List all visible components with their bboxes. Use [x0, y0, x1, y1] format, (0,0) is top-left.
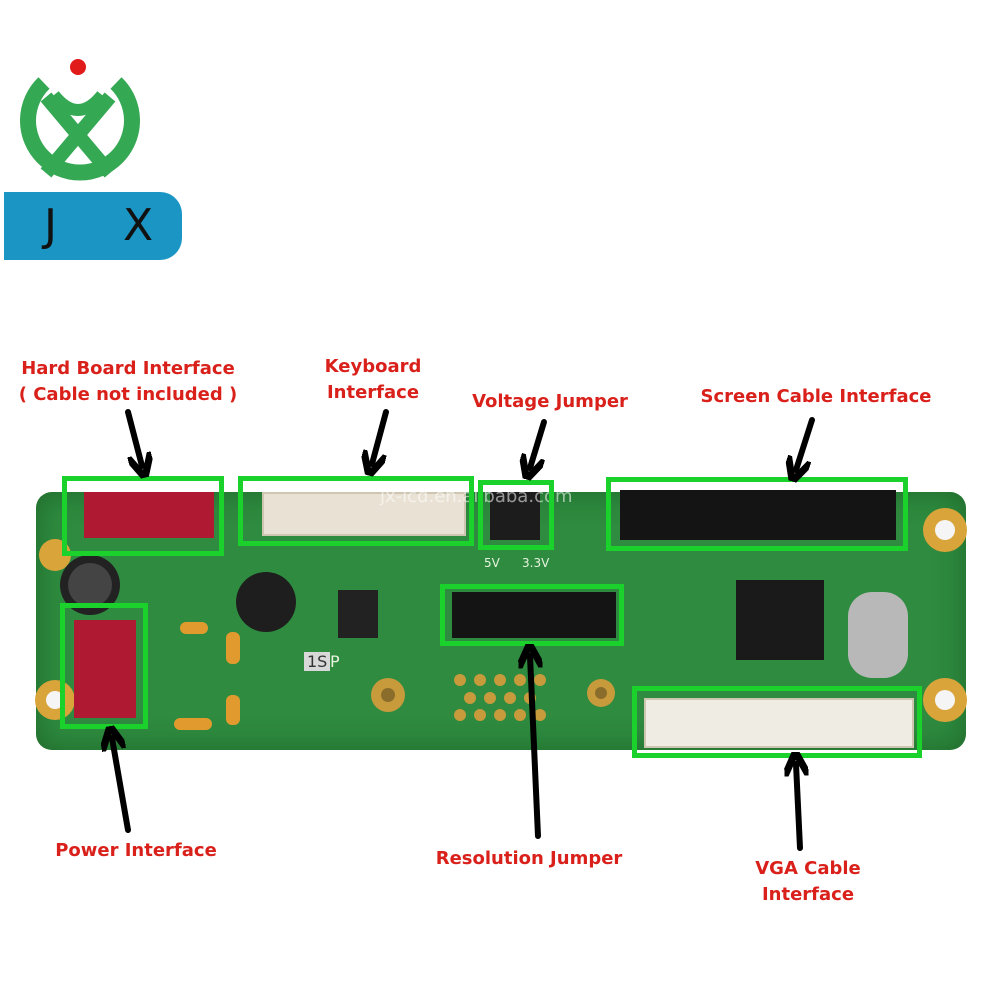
screen-cable-box: [606, 477, 908, 551]
vga-label-line2: Interface: [761, 884, 855, 905]
voltage-jumper-label-line1: Voltage Jumper: [472, 391, 628, 412]
keyboard-label-line2: Interface: [326, 382, 420, 403]
vga-label-line1: VGA Cable: [755, 858, 861, 879]
vga-label: VGA Cable Interface: [736, 856, 880, 908]
keyboard-label: Keyboard Interface: [306, 354, 440, 406]
screen-cable-connector: [620, 490, 896, 540]
hard-board-label-line2: ( Cable not included ): [18, 384, 238, 405]
screen-cable-label: Screen Cable Interface: [694, 384, 938, 410]
silk-chip-mark: 1S: [304, 652, 331, 671]
voltage-jumper-box: [478, 480, 554, 550]
resolution-jumper-arrow: [530, 656, 538, 839]
keyboard-box: [238, 476, 474, 546]
watermark: jx-lcd.en.alibaba.com: [380, 486, 573, 507]
power-connector: [74, 620, 136, 718]
power-label: Power Interface: [46, 838, 226, 864]
hard-board-label: Hard Board Interface ( Cable not include…: [10, 356, 246, 408]
logo-bar: J X: [4, 192, 182, 260]
keyboard-arrow: [372, 409, 389, 464]
hard-board-connector: [84, 492, 214, 538]
vga-box: [632, 686, 922, 758]
silk-33v: 3.3V: [522, 556, 550, 570]
voltage-jumper-label: Voltage Jumper: [458, 389, 642, 415]
resolution-jumper-label: Resolution Jumper: [422, 846, 636, 872]
resolution-jumper-pins: [452, 592, 616, 638]
resolution-jumper-label-line1: Resolution Jumper: [435, 848, 623, 869]
screen-cable-label-line1: Screen Cable Interface: [700, 386, 932, 407]
voltage-jumper-arrow: [530, 419, 547, 468]
silk-p-mark: P: [330, 652, 340, 671]
jx-logo-icon: [20, 59, 140, 181]
hard-board-arrow: [125, 409, 142, 466]
keyboard-label-line1: Keyboard: [324, 356, 422, 377]
keyboard-connector: [262, 492, 466, 536]
power-arrow: [112, 738, 131, 833]
silk-5v: 5V: [484, 556, 500, 570]
voltage-jumper-pins: [490, 492, 540, 540]
vga-arrow: [796, 764, 800, 851]
power-label-line1: Power Interface: [55, 840, 217, 861]
logo-text: J X: [44, 200, 180, 251]
hard-board-label-line1: Hard Board Interface: [21, 358, 235, 379]
vga-connector: [644, 698, 914, 748]
screen-cable-arrow: [796, 417, 815, 470]
